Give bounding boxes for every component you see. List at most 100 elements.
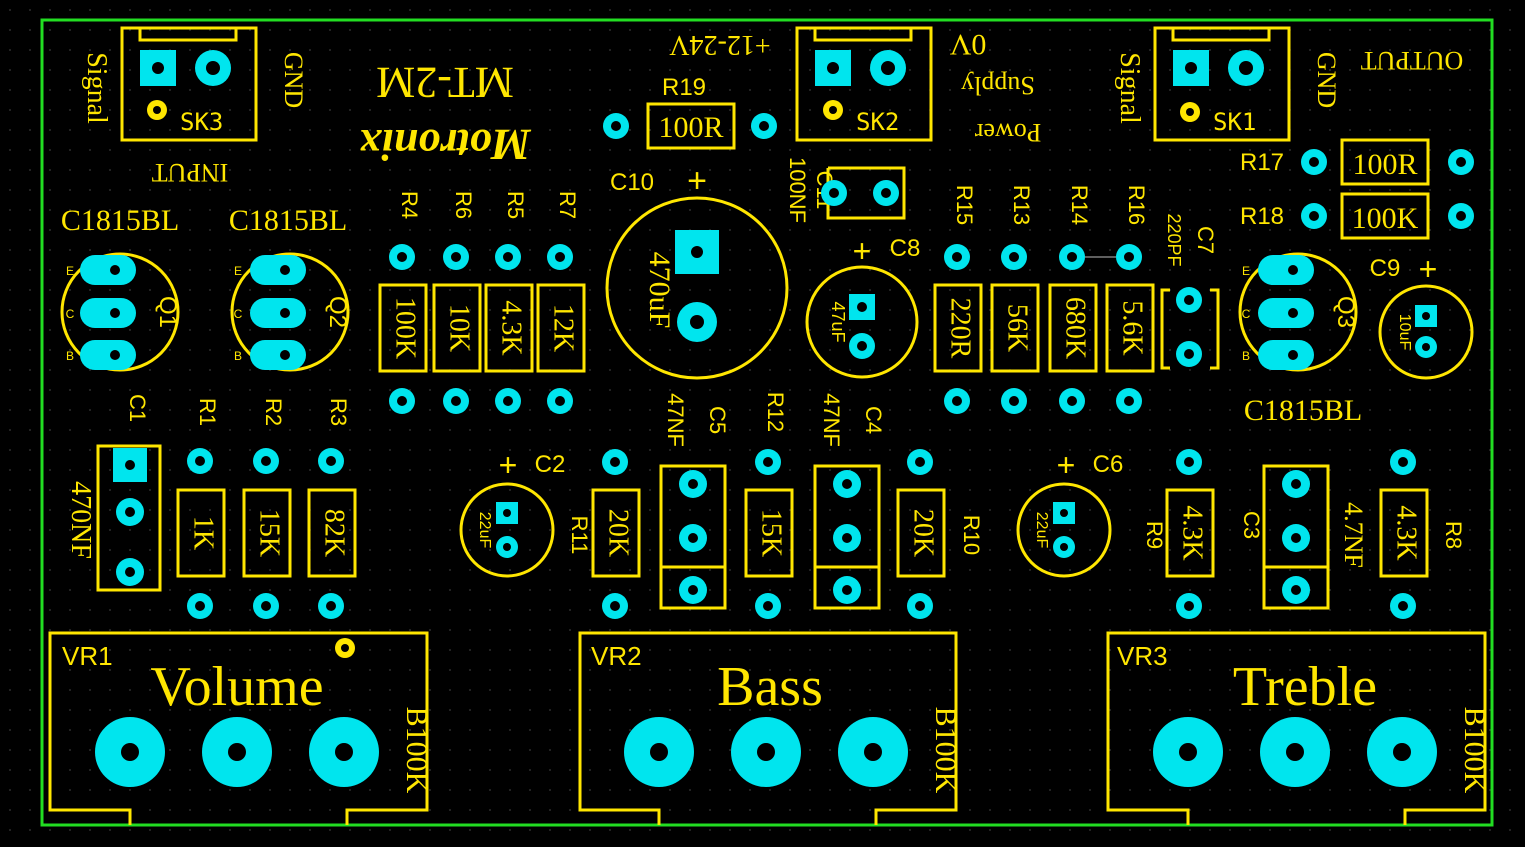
value-label: 47uF xyxy=(828,301,848,342)
sk1-gnd-label: GND xyxy=(1312,52,1341,108)
ref-label: R10 xyxy=(959,515,984,555)
pot-vr3[interactable]: VR3 Treble B100K xyxy=(1106,631,1491,825)
title-group: Motronix MT-2M xyxy=(359,58,531,169)
resistor-r19[interactable]: R19 100R xyxy=(603,74,777,150)
ref-label: R3 xyxy=(326,398,351,426)
transistor-q3[interactable]: E C B Q3 C1815BL xyxy=(1238,252,1362,427)
part-label: C1815BL xyxy=(229,204,347,237)
sk1-signal-label: Signal xyxy=(1114,52,1145,124)
capacitor-c11[interactable]: 100NF C11 xyxy=(785,157,906,223)
connector-sk1[interactable]: SK1 xyxy=(1153,26,1291,142)
ref-label: C2 xyxy=(535,451,566,478)
resistor-r11[interactable]: 20K R11 xyxy=(567,449,641,619)
resistor-r12[interactable]: R12 15K xyxy=(744,392,794,619)
resistor-r7[interactable]: R7 12K xyxy=(536,191,586,414)
part-label: C1815BL xyxy=(61,204,179,237)
capacitor-c6[interactable]: + C6 22uF xyxy=(1016,447,1124,578)
resistor-r16[interactable]: R16 5.6K xyxy=(1105,185,1155,414)
sk3-signal-label: Signal xyxy=(81,52,112,124)
name-label: Volume xyxy=(150,656,323,718)
name-label: Bass xyxy=(717,656,823,718)
value-label: 47NF xyxy=(663,393,688,447)
resistor-r8[interactable]: 4.3K R8 xyxy=(1379,449,1466,619)
capacitor-c2[interactable]: + C2 22uF xyxy=(459,447,566,578)
connector-sk3[interactable]: SK3 xyxy=(120,26,258,142)
value-label: 20K xyxy=(908,509,939,557)
brand-title: Motronix xyxy=(359,120,531,169)
ref-label: C3 xyxy=(1239,511,1264,539)
ref-label: R17 xyxy=(1240,149,1284,176)
power-ground-label: 0V xyxy=(949,28,986,61)
value-label: 220PF xyxy=(1164,213,1184,266)
resistor-r1[interactable]: R1 1K xyxy=(176,398,226,619)
resistor-r2[interactable]: R2 15K xyxy=(242,398,292,619)
value-label: 100NF xyxy=(785,157,810,223)
capacitor-c9[interactable]: C9 + 10uF xyxy=(1370,251,1474,380)
plus-marker: + xyxy=(853,233,872,269)
value-label: B100K xyxy=(1458,707,1491,794)
ref-label: R19 xyxy=(662,74,706,101)
capacitor-c10[interactable]: C10 + 470uF xyxy=(605,162,789,380)
value-label: 100R xyxy=(1352,148,1417,181)
resistor-r10[interactable]: 20K R10 xyxy=(896,449,984,619)
value-label: 5.6K xyxy=(1117,300,1148,355)
ref-label: VR3 xyxy=(1117,641,1168,671)
transistor-q1[interactable]: C1815BL E C B Q1 xyxy=(60,204,181,372)
pin-c-label: C xyxy=(234,307,243,321)
resistor-r18[interactable]: R18 100K xyxy=(1240,192,1474,240)
resistor-r13[interactable]: R13 56K xyxy=(990,185,1040,414)
resistor-r9[interactable]: 4.3K R9 xyxy=(1142,449,1215,619)
value-label: 10K xyxy=(444,304,475,352)
value-label: 220R xyxy=(945,298,976,359)
ref-label: R4 xyxy=(397,191,422,219)
value-label: 4.3K xyxy=(496,300,527,355)
value-label: 22uF xyxy=(476,512,493,549)
capacitor-c1[interactable]: C1 470NF xyxy=(65,394,162,592)
resistor-r14[interactable]: R14 680K xyxy=(1048,185,1116,414)
ref-label: VR2 xyxy=(591,641,642,671)
resistor-r4[interactable]: R4 100K xyxy=(378,191,428,414)
value-label: 10uF xyxy=(1396,314,1413,351)
capacitor-c8[interactable]: + C8 47uF xyxy=(805,233,920,379)
ref-label: R6 xyxy=(451,191,476,219)
ref-label: R9 xyxy=(1142,521,1167,549)
capacitor-c4[interactable]: 47NF C4 xyxy=(813,393,886,610)
ref-label: R5 xyxy=(503,191,528,219)
pin-b-label: B xyxy=(66,349,74,363)
value-label: B100K xyxy=(929,707,962,794)
value-label: B100K xyxy=(400,707,433,794)
resistor-r15[interactable]: R15 220R xyxy=(933,185,983,414)
ref-label: R16 xyxy=(1124,185,1149,225)
ref-label: C6 xyxy=(1093,451,1124,478)
ref-label: R1 xyxy=(195,398,220,426)
resistor-r3[interactable]: R3 82K xyxy=(307,398,357,619)
resistor-r5[interactable]: R5 4.3K xyxy=(484,191,534,414)
value-label: 680K xyxy=(1060,297,1091,359)
pin-b-label: B xyxy=(1242,349,1250,363)
ref-label: R8 xyxy=(1441,521,1466,549)
transistor-q2[interactable]: C1815BL E C B Q2 xyxy=(229,204,351,372)
pot-vr1[interactable]: VR1 Volume B100K xyxy=(48,631,433,825)
pot-vr2[interactable]: VR2 Bass B100K xyxy=(578,631,962,825)
ref-label: Q1 xyxy=(154,296,181,328)
value-label: 56K xyxy=(1002,304,1033,352)
pin-e-label: E xyxy=(234,264,242,278)
connector-sk2[interactable]: SK2 xyxy=(795,26,933,142)
value-label: 100K xyxy=(1352,202,1419,235)
ref-label: C7 xyxy=(1193,226,1218,254)
ref-label: C10 xyxy=(610,169,654,196)
value-label: 100R xyxy=(658,111,723,144)
ref-label: R12 xyxy=(763,392,788,432)
ref-label: VR1 xyxy=(62,641,113,671)
value-label: 4.3K xyxy=(1177,505,1208,560)
value-label: 15K xyxy=(254,509,285,557)
capacitor-c3[interactable]: C3 4.7NF xyxy=(1239,464,1368,610)
pin-b-label: B xyxy=(234,349,242,363)
value-label: 470NF xyxy=(65,481,96,559)
capacitor-c5[interactable]: 47NF C5 xyxy=(659,393,730,610)
capacitor-c7[interactable]: 220PF C7 xyxy=(1160,213,1220,370)
resistor-r17[interactable]: R17 100R xyxy=(1240,138,1474,186)
resistor-r6[interactable]: R6 10K xyxy=(432,191,482,414)
value-label: 470uF xyxy=(643,252,676,329)
